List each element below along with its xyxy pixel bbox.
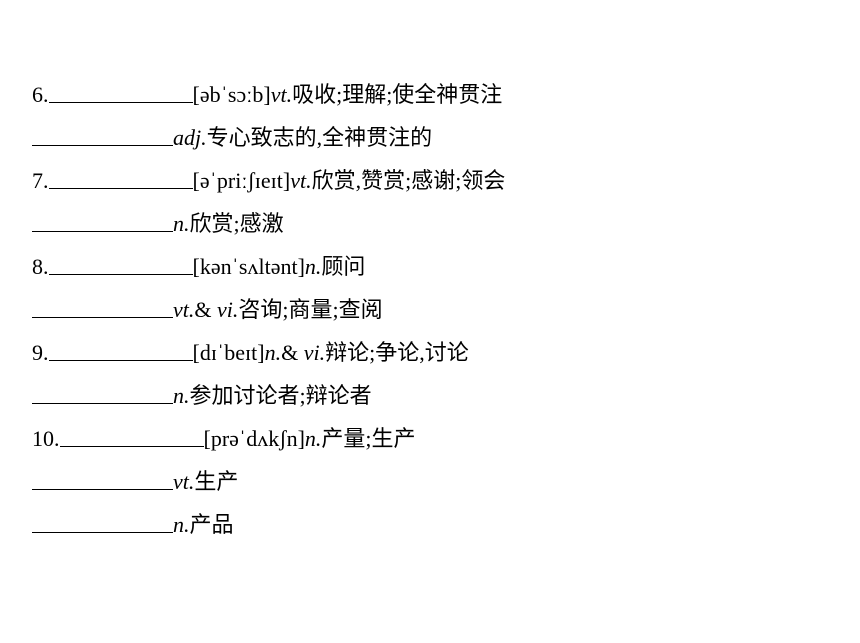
vocab-line-6: 6. [əbˈsɔːb]vt.吸收;理解;使全神贯注: [32, 80, 502, 110]
vocab-line-6-derivative: adj.专心致志的,全神贯注的: [32, 123, 432, 153]
part-of-speech: vt.: [173, 297, 195, 322]
answer-blank[interactable]: [59, 424, 204, 447]
answer-blank[interactable]: [48, 252, 193, 275]
part-of-speech: n.: [304, 426, 322, 451]
meaning: 咨询;商量;查阅: [238, 297, 383, 322]
meaning: 生产: [194, 469, 239, 494]
part-of-speech: vt.: [290, 168, 312, 193]
item-number: 7.: [32, 168, 49, 193]
answer-blank[interactable]: [32, 510, 173, 533]
part-of-speech-2: vi.: [303, 340, 326, 365]
answer-blank[interactable]: [32, 209, 173, 232]
meaning: 辩论;争论,讨论: [325, 340, 469, 365]
phonetic: [dɪˈbeɪt]: [192, 340, 265, 365]
answer-blank[interactable]: [32, 295, 173, 318]
meaning: 欣赏;感激: [189, 211, 284, 236]
part-of-speech-2: vi.: [217, 297, 239, 322]
meaning: 产量;生产: [321, 426, 416, 451]
part-of-speech: n.: [264, 340, 282, 365]
meaning: 产品: [189, 512, 234, 537]
ampersand: &: [194, 297, 218, 322]
vocab-line-8: 8. [kənˈsʌltənt]n.顾问: [32, 252, 365, 282]
phonetic: [kənˈsʌltənt]: [192, 254, 305, 279]
vocab-line-7: 7. [əˈpriːʃɪeɪt]vt.欣赏,赞赏;感谢;领会: [32, 166, 505, 196]
answer-blank[interactable]: [48, 166, 193, 189]
meaning: 吸收;理解;使全神贯注: [292, 82, 503, 107]
item-number: 9.: [32, 340, 49, 365]
vocab-line-7-derivative: n.欣赏;感激: [32, 209, 284, 239]
vocab-line-9: 9. [dɪˈbeɪt]n.& vi.辩论;争论,讨论: [32, 338, 469, 368]
meaning: 顾问: [321, 254, 366, 279]
item-number: 6.: [32, 82, 49, 107]
vocab-line-9-derivative: n.参加讨论者;辩论者: [32, 381, 372, 411]
meaning: 参加讨论者;辩论者: [189, 383, 372, 408]
part-of-speech: adj.: [173, 125, 207, 150]
phonetic: [prəˈdʌkʃn]: [203, 426, 305, 451]
part-of-speech: n.: [173, 512, 190, 537]
vocab-line-10-derivative-verb: vt.生产: [32, 467, 238, 497]
part-of-speech: vt.: [270, 82, 293, 107]
answer-blank[interactable]: [48, 80, 193, 103]
answer-blank[interactable]: [32, 123, 173, 146]
part-of-speech: n.: [173, 383, 190, 408]
answer-blank[interactable]: [48, 338, 193, 361]
vocab-line-10: 10. [prəˈdʌkʃn]n.产量;生产: [32, 424, 416, 454]
item-number: 10.: [32, 426, 60, 451]
answer-blank[interactable]: [32, 467, 173, 490]
item-number: 8.: [32, 254, 49, 279]
part-of-speech: vt.: [173, 469, 195, 494]
ampersand: &: [281, 340, 304, 365]
meaning: 专心致志的,全神贯注的: [206, 125, 433, 150]
answer-blank[interactable]: [32, 381, 173, 404]
phonetic: [əbˈsɔːb]: [192, 82, 271, 107]
phonetic: [əˈpriːʃɪeɪt]: [192, 168, 291, 193]
meaning: 欣赏,赞赏;感谢;领会: [311, 168, 506, 193]
vocab-line-8-derivative: vt.& vi.咨询;商量;查阅: [32, 295, 383, 325]
vocab-line-10-derivative-noun: n.产品: [32, 510, 234, 540]
part-of-speech: n.: [304, 254, 322, 279]
part-of-speech: n.: [173, 211, 190, 236]
